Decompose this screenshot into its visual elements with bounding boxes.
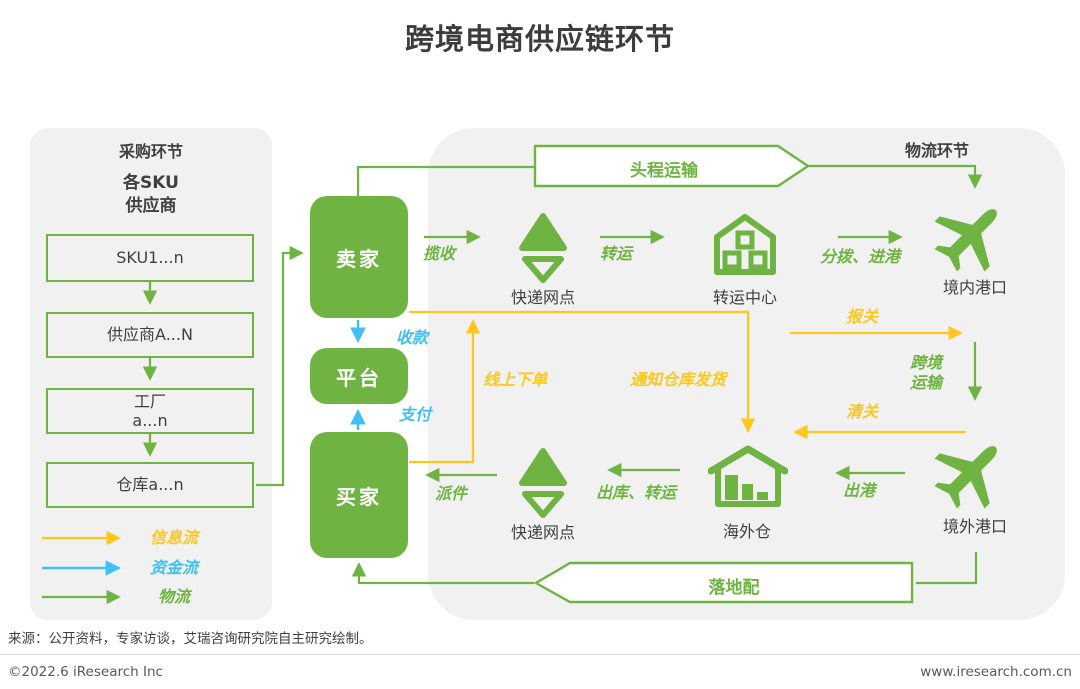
flow-label-tongzhi-fahuo: 通知仓库发货: [630, 370, 727, 389]
flow-label-xianshang-xiadan: 线上下单: [483, 370, 548, 389]
flow-label-kuajing-yunshu: 跨境 运输: [909, 353, 942, 392]
transit-center-label: 转运中心: [712, 288, 777, 307]
legend-label-logistics: 物流: [158, 587, 191, 606]
flow-label-chuku-zhuanyun: 出库、转运: [596, 483, 677, 502]
platform-box: 平台: [310, 348, 408, 404]
footer-divider: [0, 654, 1080, 655]
express-outlet-label: 快递网点: [510, 523, 575, 542]
box-supplier: 供应商A...N: [46, 312, 254, 358]
copyright-text: ©2022.6 iResearch Inc: [8, 664, 163, 680]
buyer-box: 买家: [310, 432, 408, 558]
box-warehouse: 仓库a...n: [46, 462, 254, 508]
lastmile-banner-label: 落地配: [708, 578, 760, 598]
procurement-panel-title: 采购环节: [118, 142, 183, 161]
flow-label-zhifu: 支付: [399, 405, 432, 424]
transit-center-icon: [712, 210, 778, 278]
box-sku: SKU1...n: [46, 234, 254, 282]
flow-label-chugang: 出港: [843, 481, 876, 500]
domestic-port-label: 境内港口: [942, 278, 1007, 297]
firstleg-banner-label: 头程运输: [630, 161, 698, 181]
box-factory: 工厂 a...n: [46, 388, 254, 434]
legend-label-capital: 资金流: [150, 558, 199, 577]
sku-supplier-header: 各SKU 供应商: [123, 173, 179, 216]
flow-label-shoukuan: 收款: [396, 328, 429, 347]
domestic-port-plane-icon: [930, 198, 1008, 276]
overseas-warehouse-label: 海外仓: [722, 522, 771, 541]
page-title: 跨境电商供应链环节: [404, 22, 675, 56]
legend-label-information: 信息流: [150, 528, 199, 547]
source-note: 来源：公开资料，专家访谈，艾瑞咨询研究院自主研究绘制。: [8, 631, 373, 647]
flow-label-fenbo-jingang: 分拨、进港: [820, 247, 901, 266]
express-outlet-icon: [516, 212, 570, 284]
logistics-panel-title: 物流环节: [905, 141, 970, 160]
flow-label-lanshou: 揽收: [423, 244, 456, 263]
flow-label-zhuanyun: 转运: [600, 244, 633, 263]
flow-label-paijian: 派件: [435, 484, 468, 503]
flow-label-baoguan: 报关: [846, 307, 879, 326]
website-url: www.iresearch.com.cn: [920, 664, 1072, 680]
express-outlet-label: 快递网点: [510, 288, 575, 307]
express-outlet-icon: [516, 447, 570, 519]
overseas-port-plane-icon: [930, 435, 1008, 513]
seller-box: 卖家: [310, 196, 408, 318]
overseas-port-label: 境外港口: [942, 517, 1007, 536]
flow-label-qingguan: 清关: [846, 402, 879, 421]
overseas-warehouse-icon: [708, 444, 788, 508]
